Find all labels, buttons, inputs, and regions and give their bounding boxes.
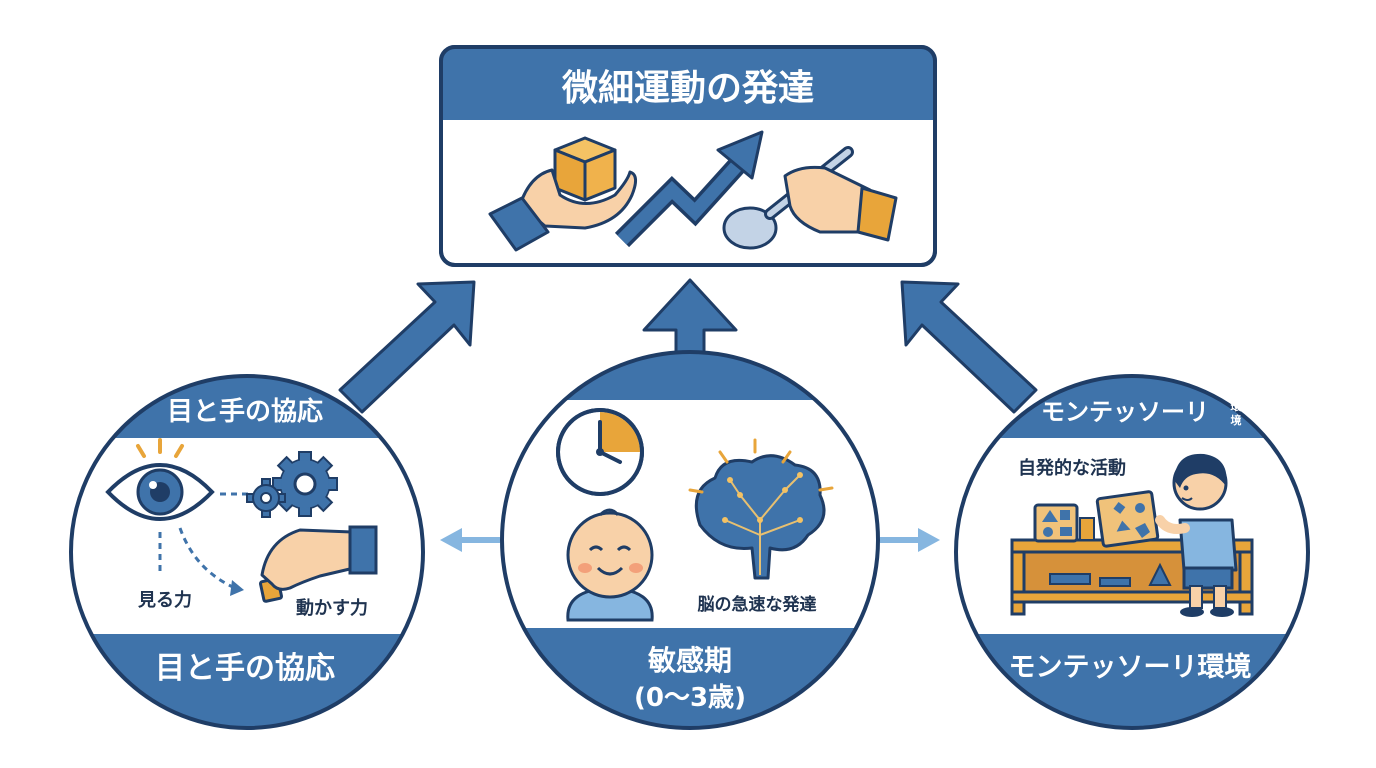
eye-caption: 見る力 xyxy=(137,590,192,611)
child-icon xyxy=(1095,453,1238,617)
page-title: 微細運動の発達 xyxy=(561,68,814,109)
hand-holding-cube-icon xyxy=(488,136,637,252)
hand-caption: 動かす力 xyxy=(296,597,368,619)
pinching-hand-icon xyxy=(258,525,378,603)
clock-icon xyxy=(556,408,644,496)
center-circle: 脳の急速な発達 敏感期 (0〜3歳) xyxy=(500,350,880,730)
right-top-label: モンテッソーリ xyxy=(1041,398,1209,426)
eye-icon xyxy=(105,438,215,521)
baby-face-icon xyxy=(566,508,654,622)
gears-icon xyxy=(246,451,338,518)
arrow-left-to-top xyxy=(338,280,476,414)
brain-caption: 脳の急速な発達 xyxy=(698,594,817,615)
right-top-label-small-2: 境 xyxy=(1231,413,1242,427)
left-circle: 目と手の協応 目と手の協応 xyxy=(69,374,425,730)
left-top-label: 目と手の協応 xyxy=(167,396,323,427)
hand-holding-spoon-icon xyxy=(722,146,898,250)
right-bottom-label: モンテッソーリ環境 xyxy=(1009,652,1252,683)
left-bottom-label: 目と手の協応 xyxy=(155,651,335,686)
arrow-center-to-right xyxy=(880,528,940,552)
growth-arrow-icon xyxy=(614,130,764,248)
right-top-label-small-1: 環 xyxy=(1231,400,1243,413)
activity-caption: 自発的な活動 xyxy=(1018,457,1126,479)
center-bottom-label-line2: (0〜3歳) xyxy=(634,683,746,713)
right-circle: モンテッソーリ 環 境 自発的な活動 モンテッソーリ環境 xyxy=(954,374,1310,730)
arrow-center-to-top xyxy=(642,278,738,362)
arrow-right-to-top xyxy=(900,280,1038,414)
center-bottom-label-line1: 敏感期 xyxy=(647,644,732,677)
arrow-center-to-left xyxy=(440,528,500,552)
brain-icon xyxy=(688,438,834,580)
top-panel: 微細運動の発達 xyxy=(439,45,937,267)
